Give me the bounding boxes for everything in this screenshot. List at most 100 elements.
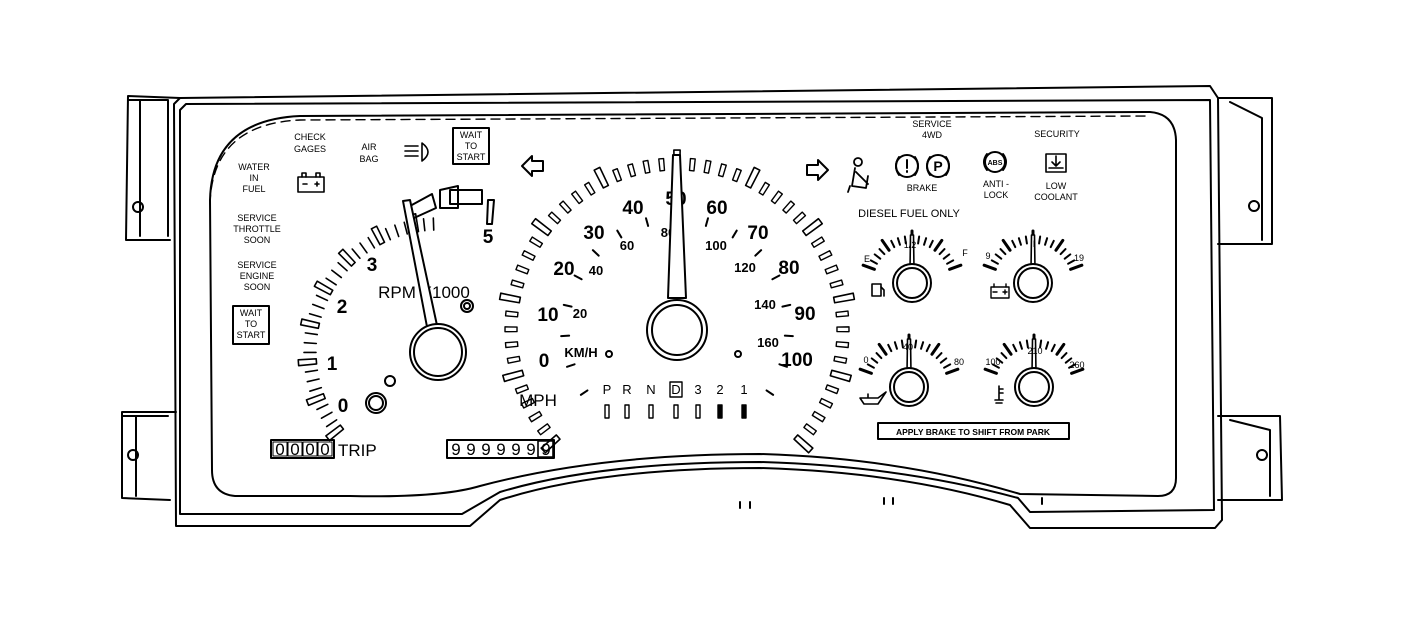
speedo-minor-tick — [771, 191, 782, 203]
kmh-tick — [767, 390, 774, 394]
speedo-minor-tick — [530, 237, 543, 247]
oil-pressure-gauge-tick — [927, 345, 930, 351]
air-bag-line2: BAG — [359, 154, 378, 164]
coolant-temp-gauge-hub — [1015, 368, 1053, 406]
fuel-min-label: E — [864, 254, 870, 264]
oil-max-label: 80 — [954, 357, 964, 367]
tach-minor-tick — [306, 370, 318, 372]
odometer-digit: 9 — [526, 440, 535, 459]
speedo-minor-tick — [793, 212, 805, 224]
service-throttle-line3: SOON — [244, 235, 271, 245]
tach-minor-tick — [327, 420, 337, 427]
battery-icon — [298, 173, 324, 192]
speedo-major-tick — [746, 167, 760, 188]
speedo-major-tick — [532, 219, 552, 236]
speedo-major-tick — [794, 435, 813, 453]
oil-pressure-gauge-tick — [876, 353, 881, 358]
odometer-digit: 9 — [481, 440, 490, 459]
fuel-gauge-tick — [879, 249, 884, 254]
fuel-gauge-hub — [893, 264, 931, 302]
voltmeter-gauge-tick — [1039, 237, 1040, 244]
odometer-digit: 9 — [496, 440, 505, 459]
service-throttle-line1: SERVICE — [237, 213, 276, 223]
odometer-digit: 9 — [541, 440, 550, 459]
oil-pressure-gauge-tick — [868, 364, 874, 367]
gear-R: R — [622, 382, 631, 397]
tach-minor-tick — [317, 404, 328, 409]
mph-90: 90 — [794, 304, 815, 325]
gear-lamp — [649, 405, 653, 418]
trip-digit: 0 — [320, 440, 329, 459]
anti-lock-line1: ANTI - — [983, 179, 1009, 189]
voltmeter-gauge-tick — [1071, 265, 1082, 269]
tach-major-tick — [339, 249, 355, 266]
voltmeter-gauge-tick — [984, 265, 995, 269]
tach-minor-tick — [310, 388, 321, 392]
coolant-temp-gauge-tick — [1020, 342, 1022, 349]
voltmeter-gauge-tick — [1012, 241, 1015, 247]
wait-to-start-top-line2: TO — [465, 141, 477, 151]
voltmeter-gauge-tick — [996, 254, 1002, 258]
fuel-gauge-tick — [882, 240, 889, 250]
voltmeter-gauge-tick — [1019, 238, 1021, 245]
kmh-140: 140 — [754, 297, 776, 312]
fuel-gauge-tick — [947, 260, 953, 263]
tach-major-tick — [298, 359, 316, 366]
tach-minor-tick — [360, 243, 367, 253]
trip-digit: 0 — [305, 440, 314, 459]
fuel-gauge-tick — [891, 241, 894, 247]
speedo-minor-tick — [812, 237, 825, 247]
coolant-temp-gauge-tick — [985, 369, 996, 373]
tach-major-tick — [301, 319, 320, 328]
mph-70: 70 — [747, 223, 768, 244]
coolant-level-icon — [1046, 154, 1066, 172]
fuel-gauge-tick — [930, 241, 933, 247]
kmh-tick — [782, 305, 790, 307]
speedo-minor-tick — [820, 399, 833, 408]
trip-label: TRIP — [338, 441, 377, 460]
tach-number-1: 1 — [327, 354, 338, 375]
kmh-tick — [593, 250, 599, 256]
oil-can-icon — [860, 392, 886, 404]
speedo-minor-tick — [507, 356, 520, 363]
speedo-minor-tick — [836, 311, 848, 317]
oil-pressure-gauge-tick — [921, 342, 923, 349]
odometer-digit: 9 — [451, 440, 460, 459]
wait-to-start-left-line3: START — [237, 330, 266, 340]
mph-30: 30 — [583, 223, 604, 244]
speedo-minor-tick — [804, 424, 816, 435]
water-in-fuel-line3: FUEL — [242, 184, 265, 194]
kmh-tick — [617, 231, 621, 238]
tach-number-2: 2 — [337, 297, 348, 318]
oil-pressure-gauge-tick — [947, 369, 958, 373]
speedo-minor-tick — [719, 164, 727, 177]
tach-minor-tick — [317, 295, 328, 300]
fuel-gauge-tick — [924, 238, 926, 245]
mph-100: 100 — [781, 350, 813, 371]
speedo-minor-tick — [529, 412, 542, 422]
mph-80: 80 — [778, 258, 799, 279]
voltmeter-gauge-tick — [1045, 238, 1047, 245]
speedo-minor-tick — [549, 212, 561, 224]
speedo-minor-tick — [572, 191, 583, 203]
left-turn-signal-icon — [522, 156, 543, 176]
speedo-minor-tick — [759, 182, 769, 195]
oil-pressure-gauge-tick — [888, 345, 891, 351]
mph-60: 60 — [706, 198, 727, 219]
voltmeter-gauge-tick — [1065, 254, 1071, 258]
speedo-minor-tick — [825, 265, 838, 274]
anti-lock-line2: LOCK — [984, 190, 1009, 200]
mph-40: 40 — [622, 198, 643, 219]
volt-mid-label: I — [1033, 239, 1036, 249]
oil-pressure-gauge-tick — [915, 341, 916, 348]
check-gages-line1: CHECK — [294, 132, 326, 142]
gear-lamp — [696, 405, 700, 418]
voltmeter-gauge-tick — [992, 260, 998, 263]
tach-minor-tick — [424, 219, 425, 231]
service-throttle-line2: THROTTLE — [233, 224, 281, 234]
speedo-minor-tick — [733, 169, 742, 182]
oil-pressure-gauge-tick — [944, 364, 950, 367]
